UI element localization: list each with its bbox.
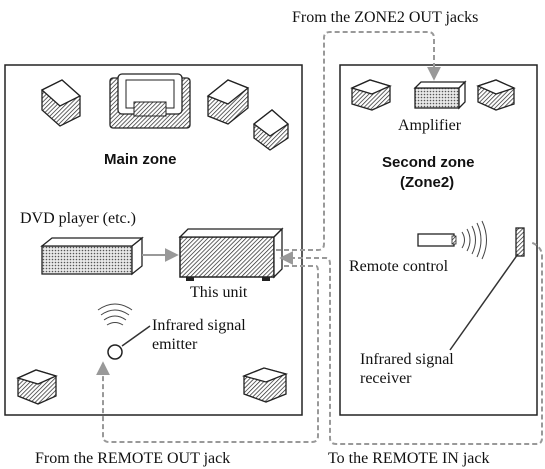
zone2-amplifier <box>413 80 467 110</box>
main-zone-title: Main zone <box>104 151 177 168</box>
remote-control <box>417 220 487 260</box>
rear-right-speaker <box>241 367 289 403</box>
ir-emitter-leader <box>121 325 151 347</box>
second-zone-subtitle: (Zone2) <box>400 174 454 191</box>
ir-receiver <box>515 227 525 257</box>
dvd-player-label: DVD player (etc.) <box>20 210 136 227</box>
rear-left-speaker <box>16 369 58 405</box>
ir-receiver-leader <box>449 253 519 351</box>
front-left-speaker <box>40 79 82 127</box>
remote-out-cable <box>96 265 319 443</box>
center-speaker-tv <box>109 73 191 129</box>
ir-emitter <box>97 303 133 360</box>
second-zone-title: Second zone <box>382 154 475 171</box>
amplifier-label: Amplifier <box>398 117 462 134</box>
remote-control-label: Remote control <box>349 258 449 275</box>
ir-receiver-label-2: receiver <box>360 370 412 387</box>
dvd-player <box>40 236 144 276</box>
zone2-left-speaker <box>350 79 392 111</box>
zone2-right-speaker <box>476 79 516 111</box>
front-right-speaker <box>206 79 250 125</box>
ir-receiver-label-1: Infrared signal <box>360 351 454 368</box>
remote-in-cable <box>279 241 543 445</box>
surround-speaker-small <box>252 109 290 151</box>
zone2-out-cable <box>276 31 441 251</box>
this-unit-label: This unit <box>190 284 248 301</box>
remote-in-label: To the REMOTE IN jack <box>328 450 490 467</box>
zone2-out-label: From the ZONE2 OUT jacks <box>292 9 478 26</box>
ir-emitter-label-2: emitter <box>152 336 198 353</box>
this-unit-receiver <box>178 227 284 281</box>
remote-out-label: From the REMOTE OUT jack <box>35 450 230 467</box>
ir-emitter-label-1: Infrared signal <box>152 317 246 334</box>
